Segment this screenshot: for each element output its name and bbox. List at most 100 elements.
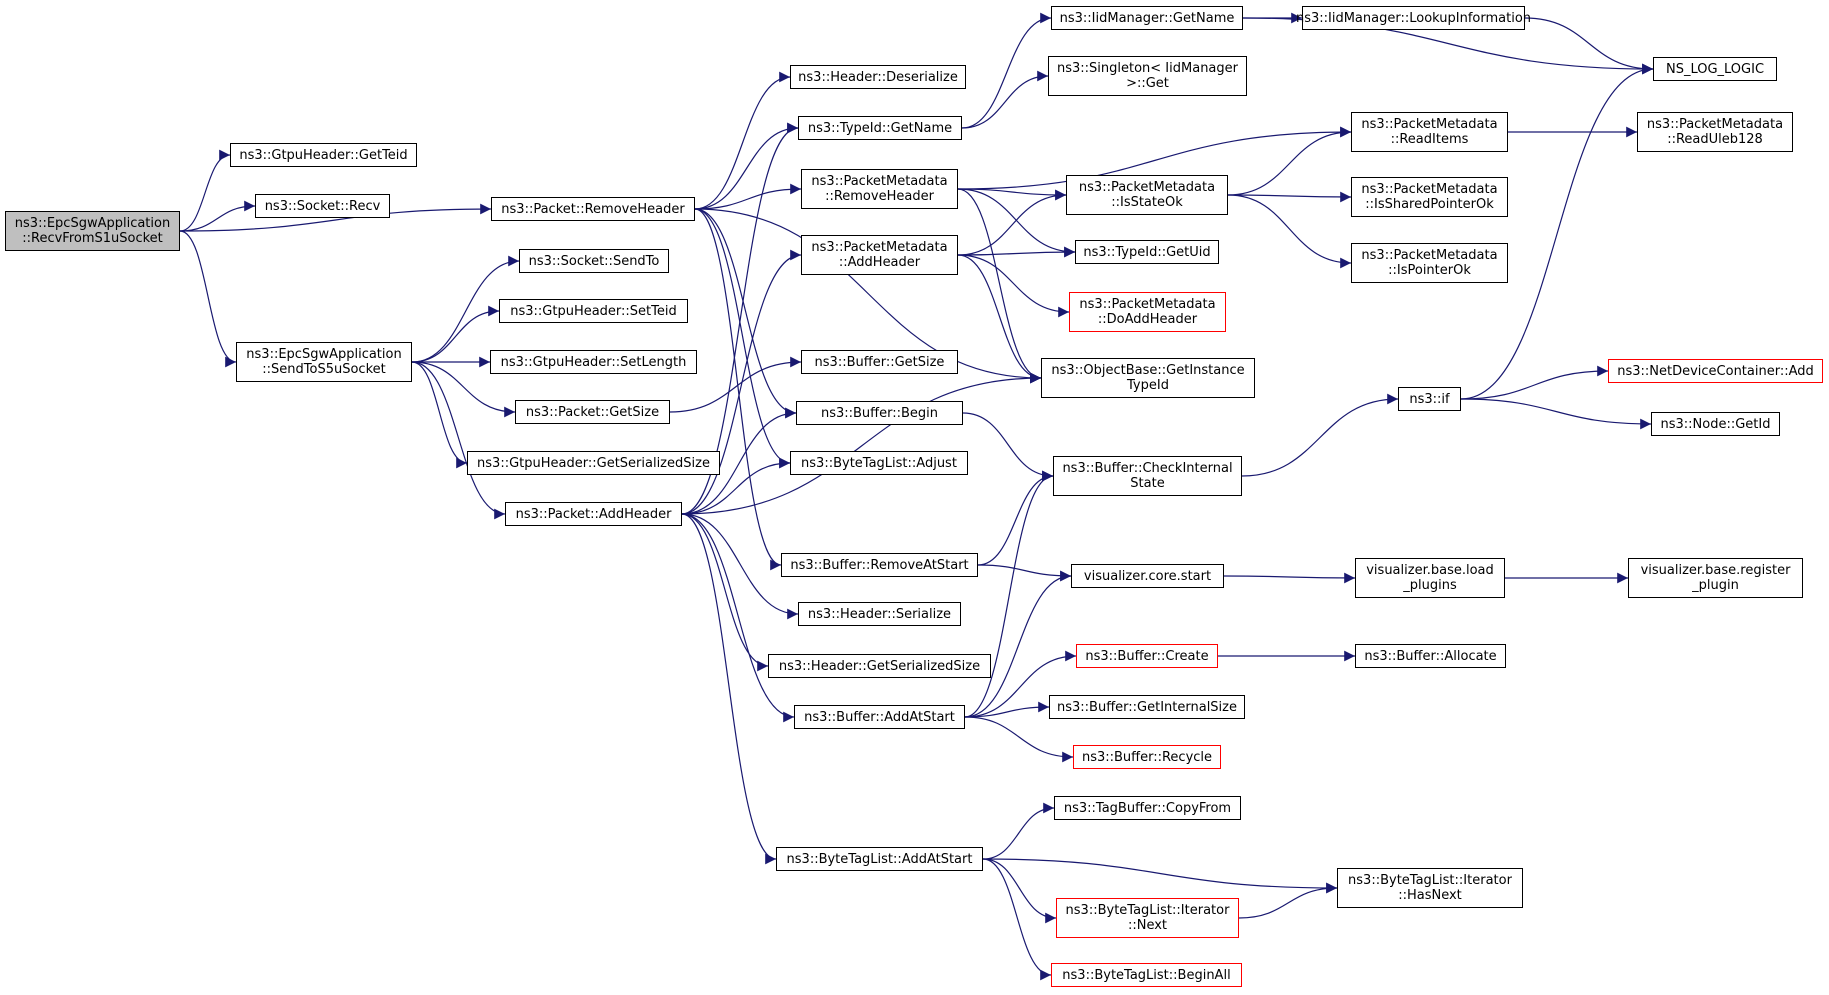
node-recv-s1u[interactable]: ns3::EpcSgwApplication::RecvFromS1uSocke…	[5, 211, 180, 251]
edge-pkt-getsize-to-buf-getsize	[669, 356, 802, 413]
edge-pm-isstateok-to-pm-readitems	[1227, 126, 1352, 196]
node-label-line: ns3::Node::GetId	[1660, 416, 1771, 432]
node-pm-ispointerok[interactable]: ns3::PacketMetadata::IsPointerOk	[1351, 243, 1508, 283]
node-label-line: ns3::PacketMetadata	[1361, 117, 1498, 132]
node-pm-removeheader[interactable]: ns3::PacketMetadata::RemoveHeader	[801, 169, 958, 209]
node-pm-doaddheader[interactable]: ns3::PacketMetadata::DoAddHeader	[1069, 292, 1226, 332]
edge-pkt-removeheader-to-hdr-deserialize	[694, 71, 791, 210]
node-buf-getinternalsize[interactable]: ns3::Buffer::GetInternalSize	[1049, 695, 1245, 719]
node-pm-isstateok[interactable]: ns3::PacketMetadata::IsStateOk	[1066, 175, 1228, 215]
node-btl-it-hasnext[interactable]: ns3::ByteTagList::Iterator::HasNext	[1337, 868, 1523, 908]
node-label-line: ::IsPointerOk	[1388, 263, 1471, 278]
edge-typeid-getname-to-singleton-get	[961, 70, 1049, 129]
edge-buf-checkinternalstate-to-ns3-if	[1241, 393, 1399, 477]
node-label-line: ns3::if	[1409, 391, 1450, 407]
node-buf-addatstart[interactable]: ns3::Buffer::AddAtStart	[794, 705, 965, 729]
node-hdr-getserializedsize[interactable]: ns3::Header::GetSerializedSize	[768, 654, 991, 678]
edge-buf-addatstart-to-buf-create	[964, 650, 1077, 718]
node-pm-readuleb128[interactable]: ns3::PacketMetadata::ReadUleb128	[1637, 112, 1793, 152]
node-label-line: ns3::PacketMetadata	[811, 174, 948, 189]
node-label-line: visualizer.base.load	[1366, 563, 1494, 578]
edge-vis-core-start-to-vis-base-loadplugins	[1223, 572, 1356, 584]
node-label-line: ns3::IidManager::LookupInformation	[1295, 10, 1532, 26]
edge-buf-addatstart-to-buf-recycle	[964, 716, 1074, 763]
edge-typeid-getname-to-iid-getname	[961, 12, 1052, 129]
node-label-line: _plugins	[1403, 578, 1457, 593]
node-vis-core-start[interactable]: visualizer.core.start	[1071, 564, 1224, 588]
node-vis-base-loadplugins[interactable]: visualizer.base.load_plugins	[1355, 558, 1505, 598]
node-buf-getsize[interactable]: ns3::Buffer::GetSize	[801, 350, 958, 374]
node-tagbuf-copyfrom[interactable]: ns3::TagBuffer::CopyFrom	[1054, 796, 1241, 820]
node-vis-base-registerplugin[interactable]: visualizer.base.register_plugin	[1628, 558, 1803, 598]
node-hdr-serialize[interactable]: ns3::Header::Serialize	[798, 602, 961, 626]
node-singleton-get[interactable]: ns3::Singleton< IidManager>::Get	[1048, 56, 1247, 96]
node-ndc-add[interactable]: ns3::NetDeviceContainer::Add	[1608, 359, 1823, 383]
node-socket-sendto[interactable]: ns3::Socket::SendTo	[519, 249, 669, 273]
node-btl-beginall[interactable]: ns3::ByteTagList::BeginAll	[1051, 963, 1242, 987]
node-iid-lookupinfo[interactable]: ns3::IidManager::LookupInformation	[1296, 6, 1531, 30]
node-pkt-removeheader[interactable]: ns3::Packet::RemoveHeader	[491, 197, 695, 221]
node-send-s5u[interactable]: ns3::EpcSgwApplication::SendToS5uSocket	[236, 342, 412, 382]
edge-btl-addatstart-to-btl-it-next	[982, 858, 1057, 924]
edge-pm-addheader-to-pm-isstateok	[957, 189, 1067, 256]
node-btl-it-next[interactable]: ns3::ByteTagList::Iterator::Next	[1056, 898, 1239, 938]
edge-pkt-removeheader-to-btl-adjust	[694, 208, 791, 469]
node-buf-recycle[interactable]: ns3::Buffer::Recycle	[1073, 745, 1221, 769]
node-gtpu-setlength[interactable]: ns3::GtpuHeader::SetLength	[490, 350, 697, 374]
edge-send-s5u-to-socket-sendto	[411, 255, 520, 363]
node-label-line: ::AddHeader	[838, 255, 921, 270]
node-label-line: TypeId	[1127, 378, 1169, 393]
node-btl-adjust[interactable]: ns3::ByteTagList::Adjust	[790, 451, 968, 475]
node-label-line: ns3::GtpuHeader::GetTeid	[239, 147, 408, 163]
edge-pkt-addheader-to-buf-begin	[681, 407, 797, 515]
edge-pkt-addheader-to-buf-addatstart	[681, 513, 795, 723]
node-label-line: ::ReadItems	[1390, 132, 1469, 147]
edge-recv-s1u-to-send-s5u	[179, 230, 237, 368]
node-ns3-if[interactable]: ns3::if	[1398, 387, 1461, 411]
node-btl-addatstart[interactable]: ns3::ByteTagList::AddAtStart	[776, 847, 983, 871]
node-gtpu-getteid[interactable]: ns3::GtpuHeader::GetTeid	[230, 143, 417, 167]
node-label-line: NS_LOG_LOGIC	[1665, 61, 1765, 77]
node-buf-create[interactable]: ns3::Buffer::Create	[1076, 644, 1218, 668]
node-label-line: ns3::ByteTagList::BeginAll	[1062, 967, 1231, 983]
node-label-line: ns3::GtpuHeader::GetSerializedSize	[477, 455, 710, 471]
node-label-line: ns3::Singleton< IidManager	[1056, 61, 1238, 76]
node-label-line: ::RecvFromS1uSocket	[22, 231, 163, 246]
edge-send-s5u-to-gtpu-getserializedsize	[411, 361, 468, 469]
node-node-getid[interactable]: ns3::Node::GetId	[1651, 412, 1780, 436]
node-pm-issharedpointerok[interactable]: ns3::PacketMetadata::IsSharedPointerOk	[1351, 177, 1508, 217]
edge-buf-addatstart-to-buf-checkinternalstate	[964, 470, 1054, 718]
edge-recv-s1u-to-pkt-removeheader	[179, 203, 492, 232]
node-typeid-getuid[interactable]: ns3::TypeId::GetUid	[1075, 240, 1219, 264]
node-iid-getname[interactable]: ns3::IidManager::GetName	[1051, 6, 1243, 30]
node-pm-readitems[interactable]: ns3::PacketMetadata::ReadItems	[1351, 112, 1508, 152]
node-label-line: ns3::NetDeviceContainer::Add	[1617, 363, 1814, 379]
node-label-line: ns3::Buffer::CheckInternal	[1062, 461, 1233, 476]
edge-send-s5u-to-gtpu-setteid	[411, 305, 500, 363]
edge-send-s5u-to-pkt-addheader	[411, 361, 506, 520]
node-ns-log-logic[interactable]: NS_LOG_LOGIC	[1653, 57, 1777, 81]
node-hdr-deserialize[interactable]: ns3::Header::Deserialize	[790, 65, 966, 89]
edge-send-s5u-to-pkt-getsize	[411, 361, 516, 418]
node-buf-allocate[interactable]: ns3::Buffer::Allocate	[1355, 644, 1506, 668]
node-buf-removeatstart[interactable]: ns3::Buffer::RemoveAtStart	[781, 553, 978, 577]
node-pm-addheader[interactable]: ns3::PacketMetadata::AddHeader	[801, 235, 958, 275]
edge-pkt-addheader-to-ob-getinstancetypeid	[681, 372, 1042, 515]
edge-pkt-removeheader-to-buf-begin	[694, 208, 797, 419]
node-pkt-getsize[interactable]: ns3::Packet::GetSize	[515, 400, 670, 424]
node-typeid-getname[interactable]: ns3::TypeId::GetName	[798, 116, 962, 140]
edge-iid-lookupinfo-to-ns-log-logic	[1524, 17, 1654, 75]
edge-ns3-if-to-ndc-add	[1460, 365, 1609, 400]
node-pkt-addheader[interactable]: ns3::Packet::AddHeader	[505, 502, 682, 526]
edge-pkt-addheader-to-btl-addatstart	[681, 513, 777, 865]
node-gtpu-getserializedsize[interactable]: ns3::GtpuHeader::GetSerializedSize	[467, 451, 720, 475]
node-label-line: ns3::PacketMetadata	[1079, 297, 1216, 312]
edge-btl-it-next-to-btl-it-hasnext	[1238, 882, 1338, 919]
node-gtpu-setteid[interactable]: ns3::GtpuHeader::SetTeid	[499, 299, 688, 323]
node-buf-begin[interactable]: ns3::Buffer::Begin	[796, 401, 963, 425]
node-socket-recv[interactable]: ns3::Socket::Recv	[255, 194, 390, 218]
edge-buf-begin-to-buf-checkinternalstate	[962, 412, 1054, 482]
node-label-line: ::IsStateOk	[1111, 195, 1183, 210]
